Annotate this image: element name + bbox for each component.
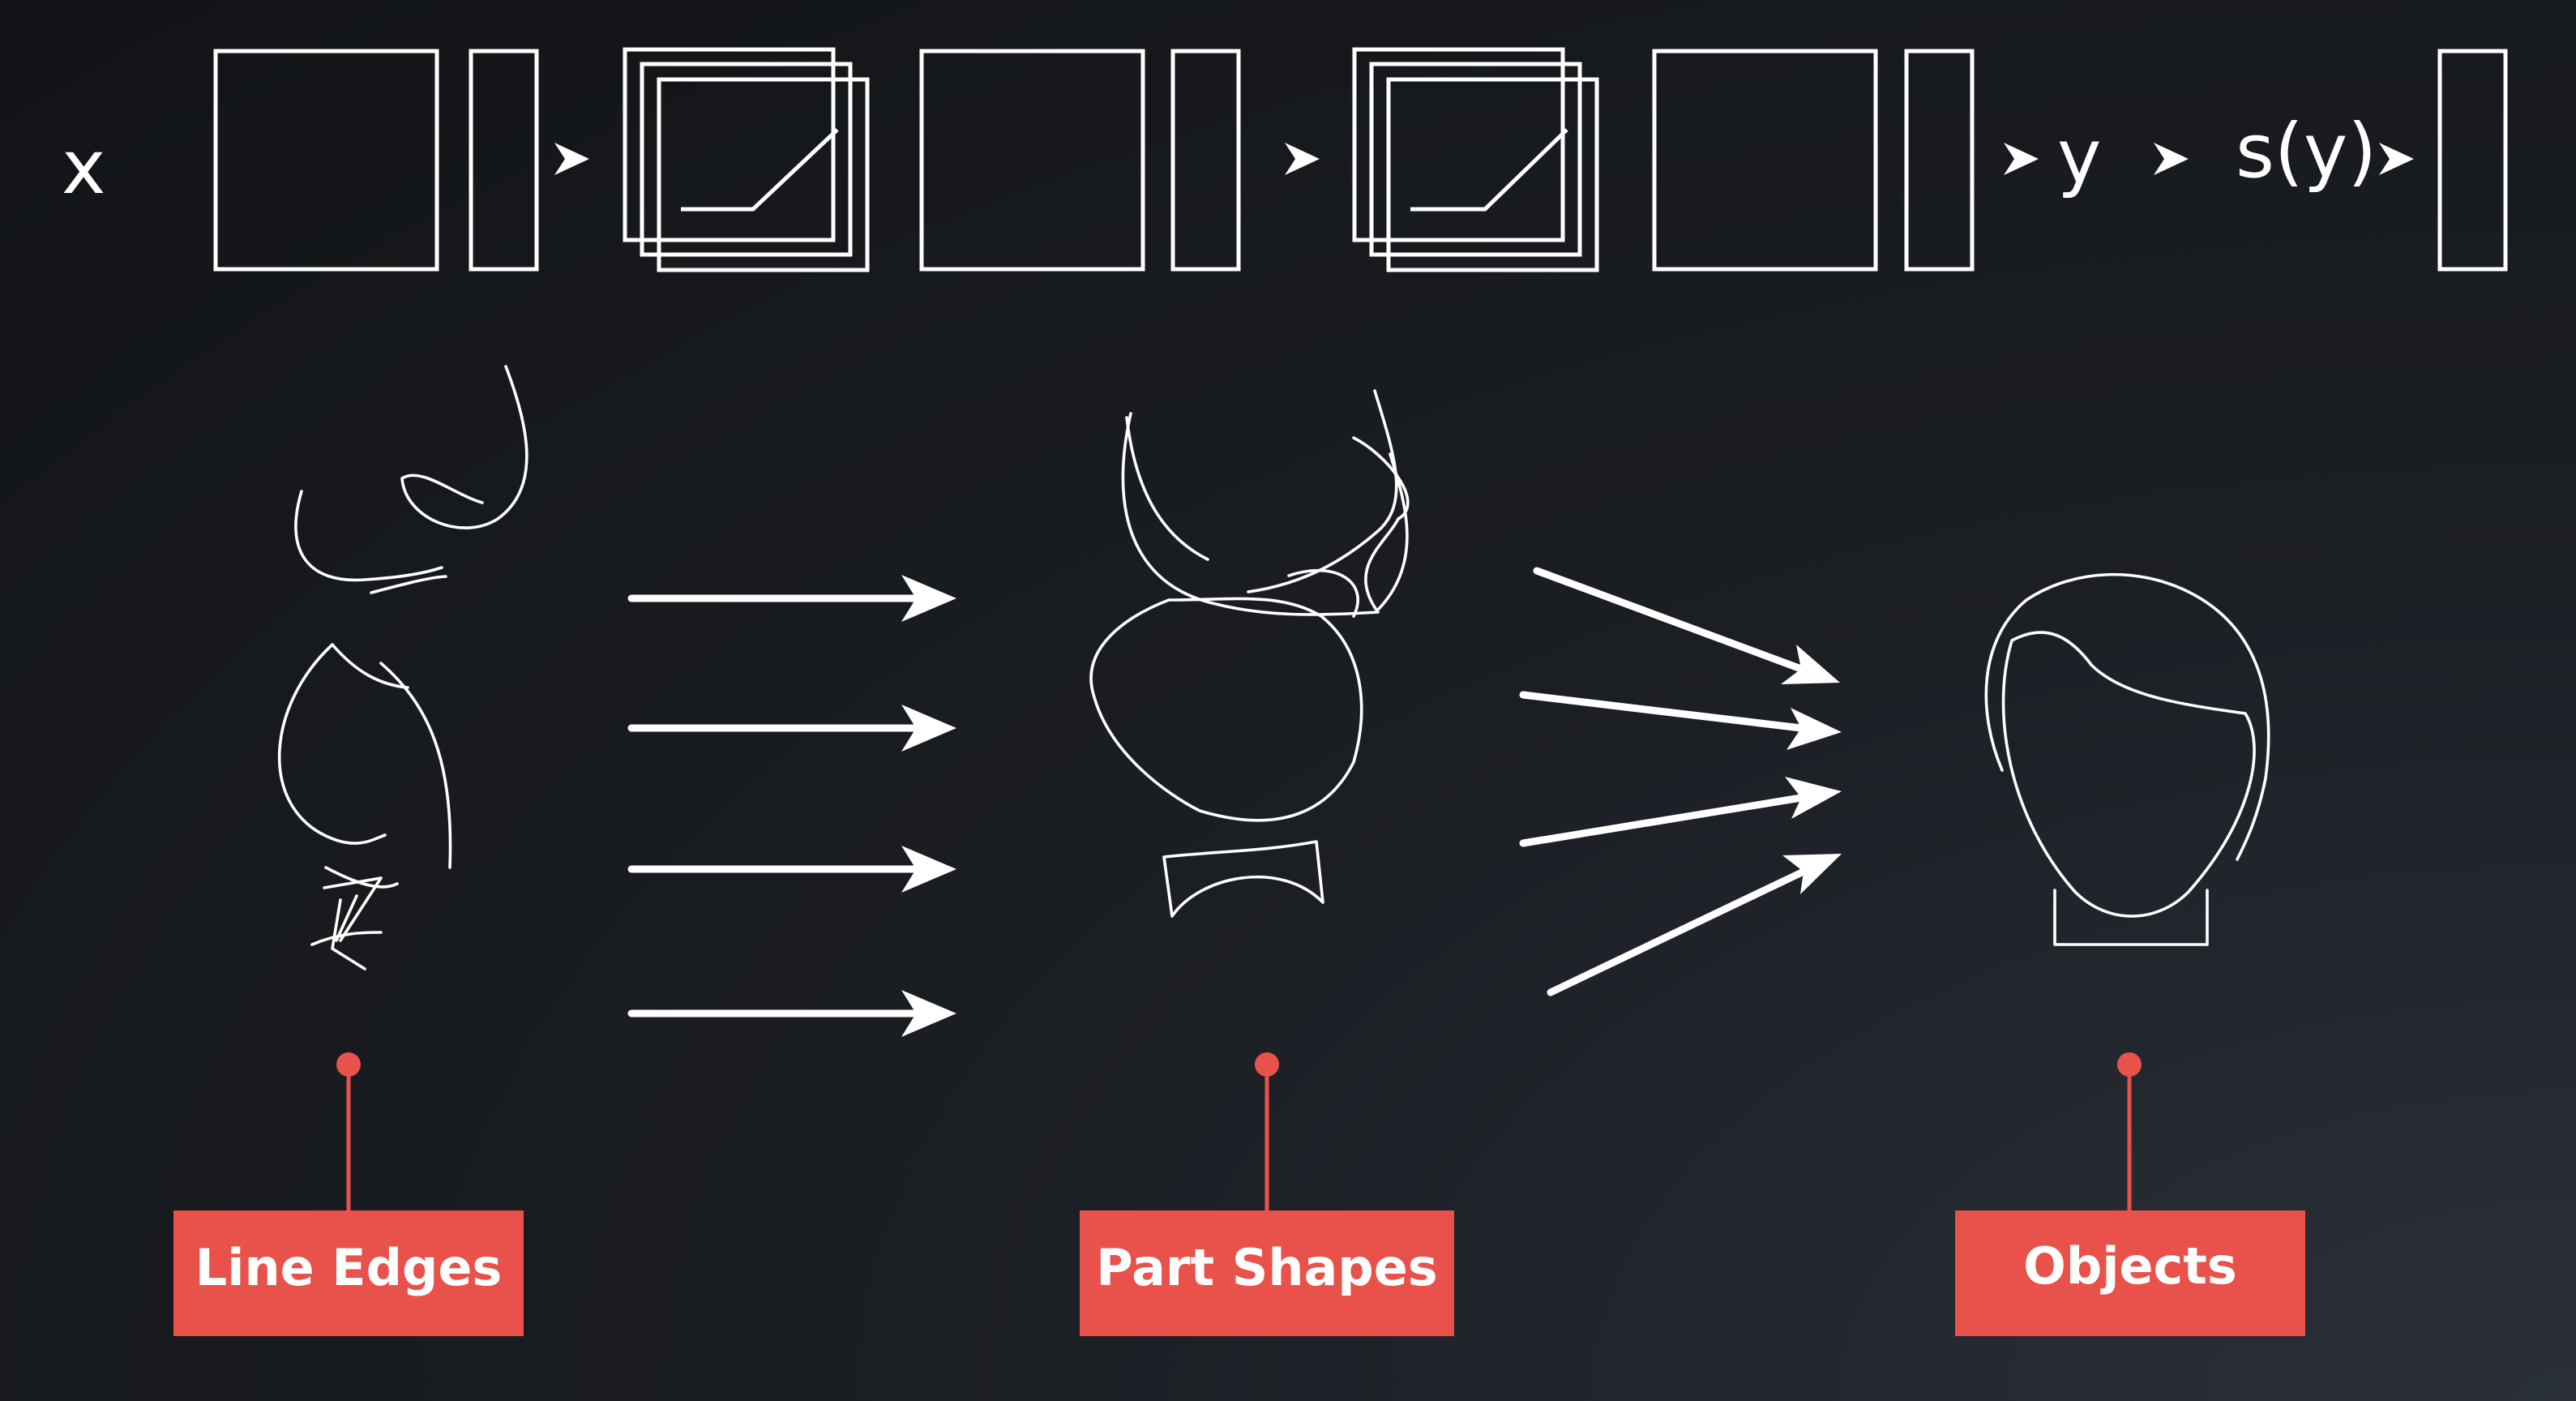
pin-dot bbox=[336, 1052, 361, 1077]
arrow-parts-objects-3 bbox=[1519, 794, 1805, 847]
pipeline-arrow-3 bbox=[2004, 143, 2039, 175]
line-edges-sketch bbox=[278, 365, 528, 970]
label-line-edges: Line Edges bbox=[173, 1052, 524, 1336]
edges-to-parts-arrows bbox=[627, 575, 956, 1037]
part-shapes-sketch bbox=[1089, 389, 1410, 918]
network-pipeline: x y s(y) bbox=[62, 47, 2508, 272]
input-symbol-x: x bbox=[62, 124, 105, 211]
conv-layer-3-bar bbox=[1904, 49, 1975, 272]
conv-layer-1-bar bbox=[469, 49, 539, 272]
activation-block-1 bbox=[623, 47, 870, 272]
output-symbol-y: y bbox=[2057, 114, 2101, 200]
conv-layer-2-square bbox=[919, 49, 1145, 272]
label-line-edges-text: Line Edges bbox=[195, 1238, 503, 1297]
label-objects-text: Objects bbox=[2023, 1236, 2237, 1296]
pipeline-arrow-2 bbox=[1285, 143, 1320, 175]
conv-layer-3-square bbox=[1652, 49, 1878, 272]
activation-symbol-sy: s(y) bbox=[2236, 108, 2377, 195]
pipeline-arrow-1 bbox=[554, 143, 589, 175]
output-bar bbox=[2437, 49, 2508, 272]
label-part-shapes: Part Shapes bbox=[1080, 1052, 1454, 1336]
pipeline-arrow-4 bbox=[2154, 143, 2189, 175]
relu-curve-2 bbox=[1410, 128, 1568, 212]
arrow-parts-objects-1 bbox=[1533, 567, 1805, 673]
pipeline-arrow-5 bbox=[2379, 143, 2414, 175]
label-box bbox=[1080, 1210, 1454, 1336]
label-objects: Objects bbox=[1955, 1052, 2305, 1336]
label-box bbox=[1955, 1210, 2305, 1336]
pin-dot bbox=[1255, 1052, 1279, 1077]
pin-dot bbox=[2117, 1052, 2142, 1077]
label-box bbox=[173, 1210, 524, 1336]
activation-block-2 bbox=[1352, 47, 1599, 272]
arrow-parts-objects-2 bbox=[1519, 691, 1805, 732]
object-head-sketch bbox=[1984, 572, 2270, 946]
parts-to-objects-arrows bbox=[1519, 567, 1842, 996]
conv-layer-2-bar bbox=[1170, 49, 1241, 272]
relu-curve-1 bbox=[681, 128, 839, 212]
conv-layer-1-square bbox=[213, 49, 439, 272]
arrow-parts-objects-4 bbox=[1547, 868, 1808, 996]
label-part-shapes-text: Part Shapes bbox=[1096, 1238, 1437, 1297]
